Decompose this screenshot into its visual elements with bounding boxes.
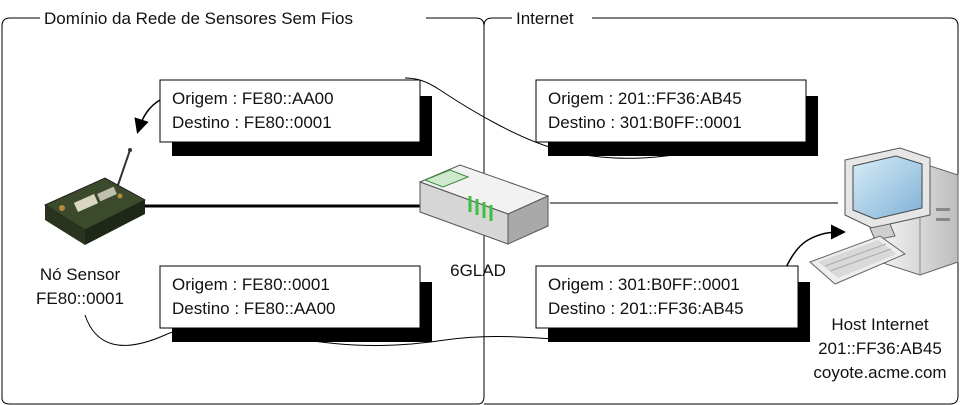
packet-destination: Destino : 201::FF36:AB45 — [548, 299, 744, 318]
host-address: 201::FF36:AB45 — [818, 339, 942, 358]
sensor-node-address: FE80::0001 — [36, 289, 124, 308]
packet-box-sensor-in: Origem : FE80::AA00 Destino : FE80::0001 — [159, 79, 432, 156]
packet-origin: Origem : FE80::0001 — [172, 275, 330, 294]
sensor-domain-label: Domínio da Rede de Sensores Sem Fios — [44, 9, 353, 28]
packet-destination: Destino : FE80::0001 — [172, 113, 332, 132]
flow-arrow-top-left — [134, 99, 161, 134]
gateway-name: 6GLAD — [450, 261, 506, 280]
packet-destination: Destino : FE80::AA00 — [172, 299, 335, 318]
desktop-computer-icon — [809, 147, 959, 285]
packet-origin: Origem : FE80::AA00 — [172, 89, 334, 108]
packet-box-internet-out: Origem : 301:B0FF::0001 Destino : 201::F… — [535, 265, 810, 342]
sensor-domain-region: Domínio da Rede de Sensores Sem Fios — [1, 9, 485, 405]
sensor-node-name: Nó Sensor — [40, 265, 121, 284]
packet-box-sensor-out: Origem : FE80::0001 Destino : FE80::AA00 — [159, 265, 432, 342]
host-name: Host Internet — [831, 315, 929, 334]
packet-origin: Origem : 201::FF36:AB45 — [548, 89, 742, 108]
sensor-board-icon — [43, 148, 147, 245]
router-icon — [418, 164, 550, 245]
internet-label: Internet — [516, 9, 574, 28]
host-hostname: coyote.acme.com — [813, 363, 946, 382]
packet-origin: Origem : 301:B0FF::0001 — [548, 275, 740, 294]
packet-destination: Destino : 301:B0FF::0001 — [548, 113, 742, 132]
packet-box-internet-in: Origem : 201::FF36:AB45 Destino : 301:B0… — [535, 79, 818, 156]
